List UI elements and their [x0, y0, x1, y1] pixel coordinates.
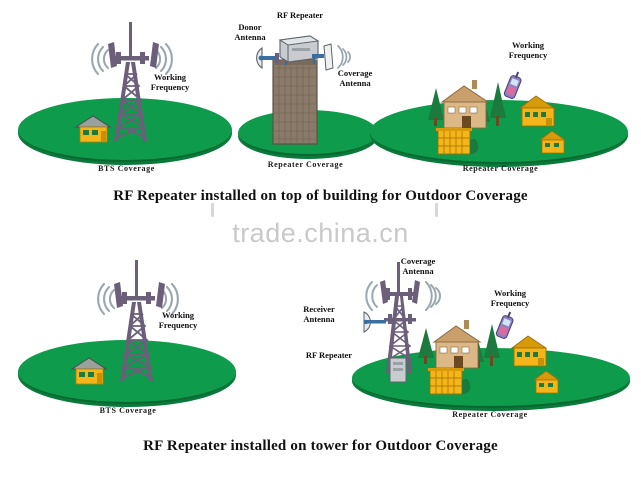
panel-repeater-on-tower: Coverage Antenna Receiver Antenna RF Rep… — [290, 256, 635, 421]
house-icon — [74, 115, 112, 143]
caption-repeater-coverage-area: Repeater Coverage — [462, 164, 539, 173]
label-receiver-antenna: Receiver Antenna — [288, 304, 350, 324]
tower-repeater-icon — [363, 262, 441, 383]
panel-repeater-on-building: Donor Antenna RF Repeater Coverage Anten… — [228, 10, 378, 169]
label-line1: Working — [493, 288, 527, 298]
tower-bts-icon — [91, 22, 173, 142]
label-rf-repeater: RF Repeater — [294, 350, 364, 360]
donor-antenna-icon — [256, 46, 279, 70]
banner-bottom: RF Repeater installed on tower for Outdo… — [143, 438, 498, 454]
label-line1: Working — [153, 72, 187, 82]
label-donor-antenna: Donor Antenna — [220, 22, 280, 42]
label-line1: Coverage — [337, 68, 373, 78]
coverage-antenna-icon — [312, 43, 351, 71]
label-line1: RF Repeater — [305, 350, 353, 360]
caption-repeater-coverage-tower: Repeater Coverage — [452, 410, 528, 419]
caption-repeater-coverage: Repeater Coverage — [267, 160, 344, 169]
label-working-frequency: Working Frequency — [490, 40, 566, 60]
label-line2: Frequency — [508, 50, 548, 60]
label-working-frequency: Working Frequency — [138, 310, 218, 330]
caption-bts-coverage: BTS Coverage — [98, 164, 155, 173]
label-line2: Frequency — [158, 320, 198, 330]
label-line2: Frequency — [490, 298, 530, 308]
label-line2: Antenna — [339, 78, 371, 88]
town-scene-icon — [418, 311, 561, 395]
watermark: trade.china.cn — [232, 218, 409, 248]
label-coverage-antenna: Coverage Antenna — [324, 68, 386, 88]
label-line2: Antenna — [303, 314, 335, 324]
rf-repeater-unit-icon — [278, 35, 320, 65]
label-line1: Working — [511, 40, 545, 50]
label-line2: Antenna — [402, 266, 434, 276]
tower-bts-icon — [97, 260, 179, 382]
label-line1: Working — [161, 310, 195, 320]
label-line2: Frequency — [150, 82, 190, 92]
tick-right — [435, 203, 438, 217]
label-line1: Receiver — [303, 304, 335, 314]
label-working-frequency: Working Frequency — [130, 72, 210, 92]
caption-bts-coverage-2: BTS Coverage — [99, 406, 157, 415]
panel-bts-outdoor: Working Frequency BTS Coverage — [14, 14, 239, 173]
tick-left — [211, 203, 214, 217]
building-icon — [272, 59, 318, 145]
banner-top: RF Repeater installed on top of building… — [113, 188, 528, 204]
ground-ellipse-bts — [18, 98, 232, 164]
label-line1: Donor — [238, 22, 262, 32]
label-working-frequency: Working Frequency — [470, 288, 550, 308]
label-coverage-antenna: Coverage Antenna — [384, 256, 452, 276]
label-line1: Coverage — [400, 256, 436, 266]
house-icon — [70, 357, 108, 385]
panel-bts-outdoor-2: Working Frequency BTS Coverage — [18, 256, 248, 415]
label-rf-repeater: RF Repeater — [264, 10, 336, 20]
label-line2: Antenna — [234, 32, 266, 42]
label-line1: RF Repeater — [276, 10, 324, 20]
panel-repeater-coverage-area: Working Frequency Repeater Coverage — [368, 40, 633, 173]
town-scene-icon — [428, 71, 567, 155]
